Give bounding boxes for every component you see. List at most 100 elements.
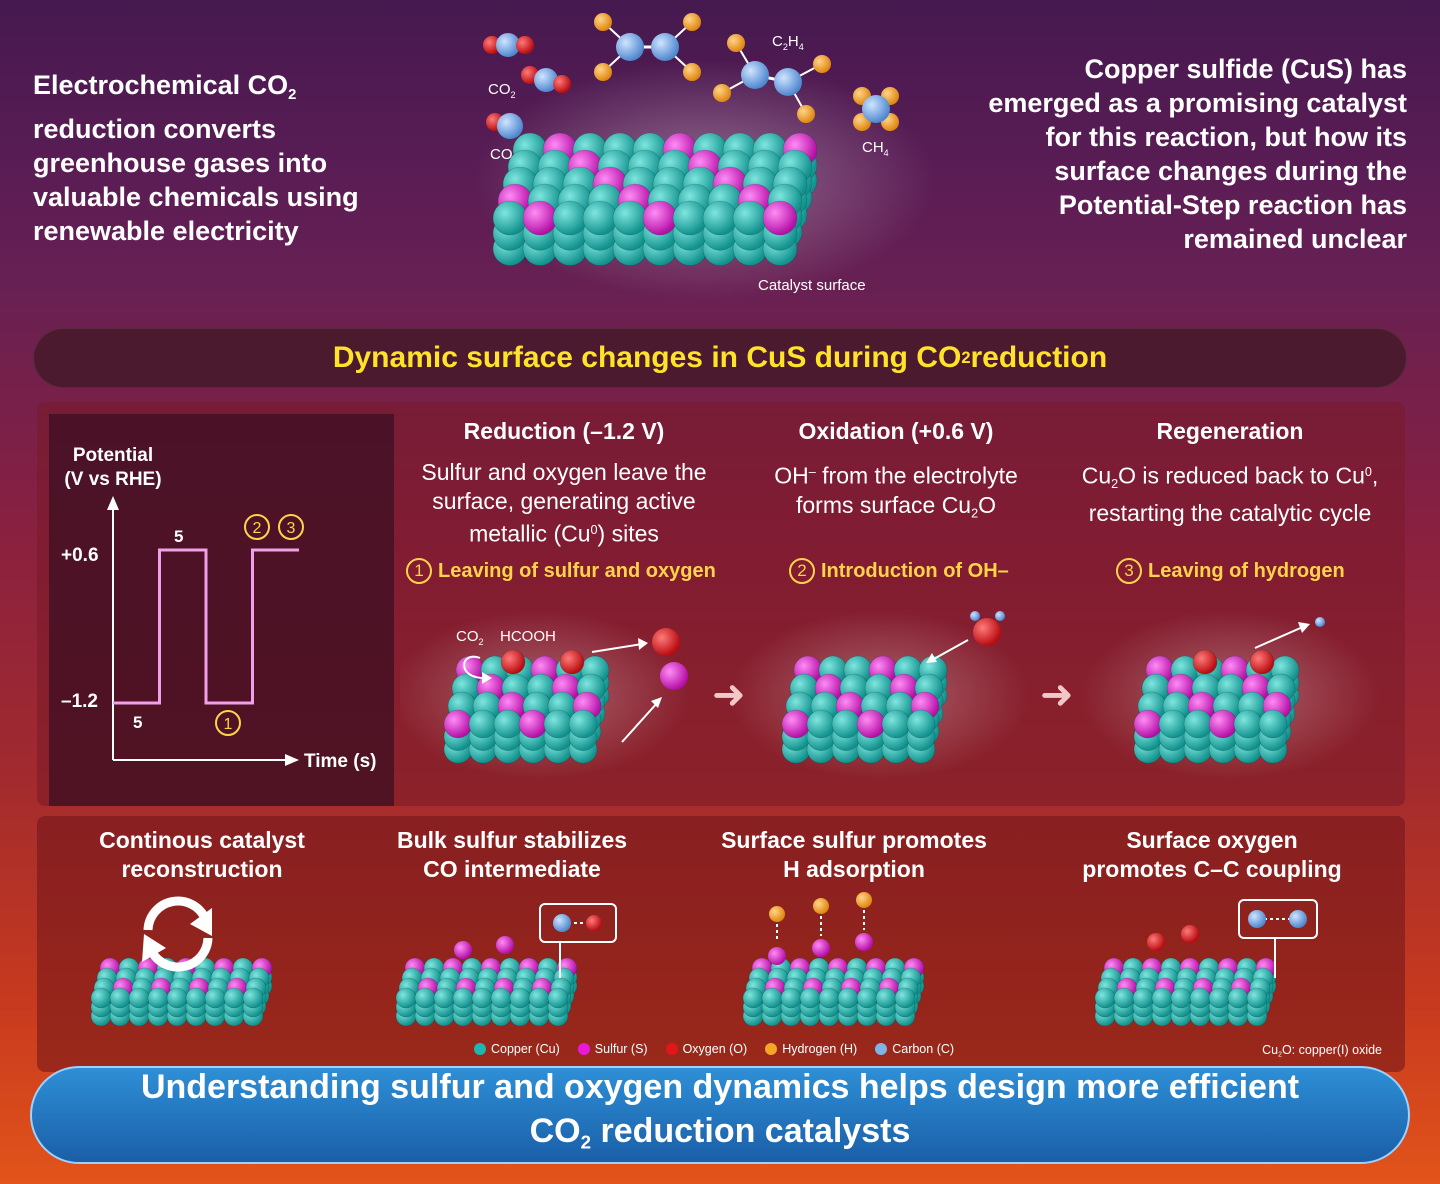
sulfur-atom	[856, 709, 886, 739]
co2-molecule	[483, 33, 534, 57]
legend-copper: Copper (Cu)	[474, 1042, 560, 1056]
copper-atom	[1151, 987, 1173, 1009]
step-3: 3 Leaving of hydrogen	[1116, 558, 1345, 584]
copper-atom	[1208, 987, 1230, 1009]
leaving-oxygen	[652, 628, 680, 656]
transition-arrow-1: ➜	[712, 673, 746, 717]
copper-atom	[1227, 987, 1249, 1009]
step-1-label: Leaving of sulfur and oxygen	[438, 559, 716, 582]
regeneration-cluster	[1133, 649, 1300, 764]
sulfur-atom	[443, 709, 473, 739]
copper-atom	[109, 987, 131, 1009]
copper-atom	[90, 987, 112, 1009]
marker-3: 3	[278, 514, 304, 540]
duration-low-label: 5	[133, 713, 142, 732]
reduction-description: Sulfur and oxygen leave the surface, gen…	[421, 459, 707, 547]
co-molecule	[486, 113, 523, 139]
oxidation-title: Oxidation (+0.6 V)	[798, 418, 994, 444]
hydrogen-adsorption	[768, 892, 873, 965]
arrow-head	[926, 653, 937, 663]
arrow-leave-1	[591, 643, 643, 653]
step-2-label: Introduction of OH–	[821, 559, 1009, 582]
copper-atom	[1170, 987, 1192, 1009]
leaving-hydrogen	[1315, 617, 1325, 627]
cc-callout-box	[1238, 899, 1318, 939]
legend-sulfur: Sulfur (S)	[577, 1042, 648, 1056]
arrow-h-out	[1254, 625, 1306, 649]
y-axis-label-2: (V vs RHE)	[64, 469, 161, 490]
copper-atom	[395, 987, 417, 1009]
slab-bulk-sulfur	[395, 957, 578, 1027]
arrow-leave-2	[621, 701, 659, 743]
leaving-sulfur	[660, 662, 688, 690]
slab-surface-sulfur	[742, 957, 925, 1027]
copper-atom	[204, 987, 226, 1009]
copper-atom	[732, 200, 768, 236]
c2h4-label: C2H4	[772, 33, 804, 52]
hydroxide-oxygen	[973, 618, 1001, 646]
callout-oxygen	[586, 915, 602, 931]
copper-atom	[492, 200, 528, 236]
intro-left-text: Electrochemical CO2 reduction converts g…	[33, 70, 359, 247]
copper-atom	[543, 709, 573, 739]
oxygen-atom	[1249, 649, 1275, 675]
copper-atom	[471, 987, 493, 1009]
copper-atom	[1113, 987, 1135, 1009]
step-1: 1 Leaving of sulfur and oxygen	[406, 558, 716, 584]
arrow-head	[638, 638, 648, 650]
x-axis-arrow	[285, 754, 299, 766]
callout-carbon	[1289, 910, 1307, 928]
hydroxide-hydrogen	[995, 611, 1005, 621]
callout-carbon	[553, 914, 571, 932]
y-axis-label-1: Potential	[73, 445, 153, 466]
copper-atom	[1246, 987, 1268, 1009]
sulfur-atom	[522, 200, 558, 236]
copper-atom	[242, 987, 264, 1009]
arrow-head	[651, 697, 662, 708]
hydroxide-hydrogen	[970, 611, 980, 621]
co2-label: CO2	[488, 81, 516, 100]
co-callout-box	[539, 903, 617, 943]
recycle-icon	[142, 896, 213, 972]
marker-1: 1	[215, 710, 241, 736]
slab-reconstruction	[90, 957, 273, 1027]
copper-atom	[672, 200, 708, 236]
copper-atom	[894, 987, 916, 1009]
copper-atom	[799, 987, 821, 1009]
ch4-molecule	[853, 87, 899, 131]
sulfur-atom	[518, 709, 548, 739]
copper-atom	[881, 709, 911, 739]
copper-atom	[414, 987, 436, 1009]
oxygen-atom	[559, 649, 585, 675]
oxidation-description: OH– from the electrolyte forms surface C…	[774, 462, 1018, 520]
atom-legend: Copper (Cu) Sulfur (S) Oxygen (O) Hydrog…	[474, 1042, 954, 1056]
conclusion-line-2: CO2 reduction catalysts	[529, 1112, 911, 1153]
footnote: Cu2O: copper(I) oxide	[1262, 1043, 1382, 1059]
copper-atom	[1258, 709, 1288, 739]
svg-text:1: 1	[224, 716, 233, 733]
c2h4-molecule	[713, 34, 831, 123]
duration-high-label: 5	[174, 527, 183, 546]
copper-atom	[452, 987, 474, 1009]
legend-hydrogen: Hydrogen (H)	[765, 1042, 857, 1056]
arrow-oh-in	[931, 639, 969, 661]
copper-atom	[837, 987, 859, 1009]
copper-atom	[1158, 709, 1188, 739]
copper-atom	[490, 987, 512, 1009]
copper-atom	[582, 200, 618, 236]
copper-atom	[702, 200, 738, 236]
copper-atom	[818, 987, 840, 1009]
step-2-number: 2	[789, 558, 815, 584]
sulfur-atom	[1208, 709, 1238, 739]
copper-atom	[568, 709, 598, 739]
potential-step-chart: Potential (V vs RHE) Time (s) +0.6 –1.2 …	[49, 414, 394, 806]
oxygen-atom	[500, 649, 526, 675]
hcooh-label: HCOOH	[500, 628, 556, 645]
surface-oxygen	[1181, 925, 1199, 943]
marker-2: 2	[244, 514, 270, 540]
copper-atom	[761, 987, 783, 1009]
catalyst-surface-label: Catalyst surface	[758, 277, 866, 294]
